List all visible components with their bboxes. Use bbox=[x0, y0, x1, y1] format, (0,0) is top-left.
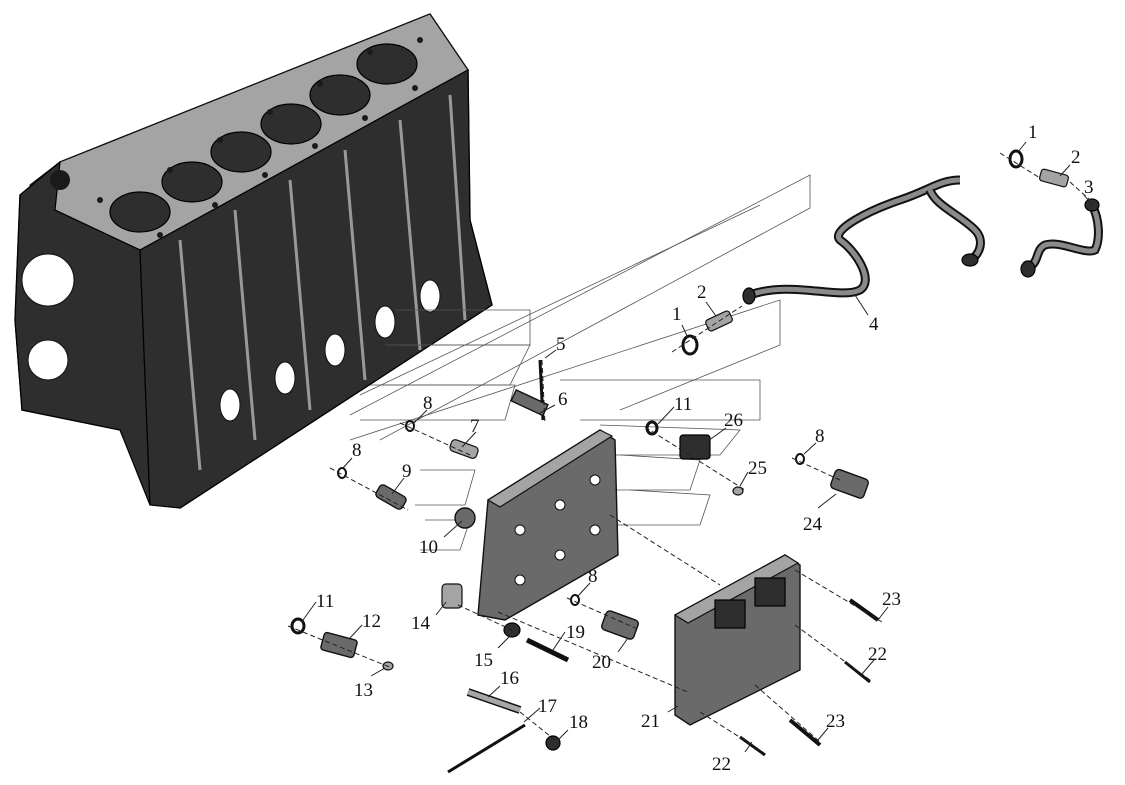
callout-20: 20 bbox=[592, 652, 611, 673]
callout-6: 6 bbox=[558, 389, 568, 410]
callout-12: 12 bbox=[362, 611, 381, 632]
callout-23: 23 bbox=[882, 589, 901, 610]
callout-8: 8 bbox=[352, 440, 362, 461]
fuel-pipe-4 bbox=[742, 175, 985, 305]
callout-1: 1 bbox=[672, 304, 682, 325]
callout-18: 18 bbox=[569, 712, 588, 733]
callout-13: 13 bbox=[354, 680, 373, 701]
callout-21: 21 bbox=[641, 711, 660, 732]
callout-5: 5 bbox=[556, 334, 566, 355]
callout-15: 15 bbox=[474, 650, 493, 671]
callout-11: 11 bbox=[674, 394, 692, 415]
callout-2: 2 bbox=[697, 282, 707, 303]
callout-22: 22 bbox=[868, 644, 887, 665]
callout-24: 24 bbox=[803, 514, 823, 535]
leader-lines bbox=[287, 141, 1093, 753]
ecm-module bbox=[673, 554, 801, 726]
callout-8: 8 bbox=[588, 566, 598, 587]
callout-19: 19 bbox=[566, 622, 585, 643]
callout-25: 25 bbox=[748, 458, 767, 479]
ghost-outline-lines bbox=[349, 174, 811, 551]
callout-16: 16 bbox=[500, 668, 519, 689]
callout-8: 8 bbox=[423, 393, 433, 414]
engine-block bbox=[14, 13, 493, 509]
callout-26: 26 bbox=[724, 410, 743, 431]
callout-23: 23 bbox=[826, 711, 845, 732]
callout-2: 2 bbox=[1071, 147, 1081, 168]
callout-1: 1 bbox=[1028, 122, 1038, 143]
callout-3: 3 bbox=[1084, 177, 1094, 198]
fuel-pipe-3 bbox=[1020, 198, 1103, 278]
callout-11: 11 bbox=[316, 591, 334, 612]
callout-8: 8 bbox=[815, 426, 825, 447]
callout-22: 22 bbox=[712, 754, 731, 775]
mounting-plate bbox=[477, 429, 619, 621]
callout-10: 10 bbox=[419, 537, 438, 558]
callout-9: 9 bbox=[402, 461, 412, 482]
callout-4: 4 bbox=[869, 314, 879, 335]
callout-7: 7 bbox=[470, 416, 480, 437]
callout-17: 17 bbox=[538, 696, 557, 717]
callout-14: 14 bbox=[411, 613, 431, 634]
callout-labels: 1 2 3 4 1 2 5 6 8 7 8 9 11 26 25 8 24 10… bbox=[316, 122, 1094, 775]
